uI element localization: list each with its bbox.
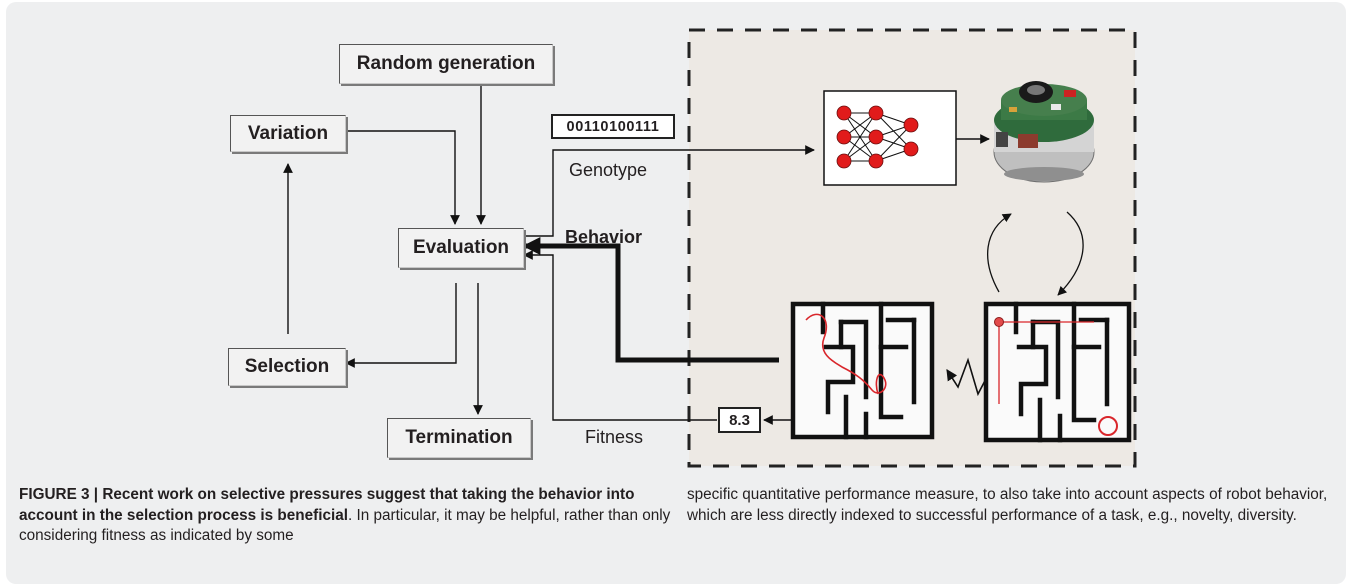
caption-left-column: FIGURE 3 | Recent work on selective pres… (19, 485, 674, 547)
caption-heading: FIGURE 3 | Recent work on selective pres… (19, 486, 635, 524)
neural-network (823, 90, 957, 186)
figure: Random generation Variation Evaluation S… (6, 2, 1346, 584)
robot-panel-border (687, 28, 1137, 468)
maze-behavior (790, 301, 935, 440)
cycle-arrow-right (1057, 211, 1084, 296)
maze-robot (983, 301, 1132, 443)
evaluation-box: Evaluation (398, 228, 524, 268)
genotype-label: Genotype (569, 160, 648, 180)
fitness-value: 8.3 (718, 407, 761, 433)
variation-box: Variation (230, 115, 346, 152)
random-generation-box: Random generation (339, 44, 553, 84)
fitness-label: Fitness (585, 427, 644, 447)
caption-left-text: . In particular, it may be helpful, rath… (19, 506, 671, 545)
genotype-string: 00110100111 (551, 114, 675, 139)
diagram-graphics (283, 28, 1137, 468)
behavior-label: Behavior (565, 227, 643, 247)
cycle-arrow-left (987, 213, 1012, 293)
robot-illustration (993, 81, 1095, 183)
behavior-arrow (522, 237, 779, 363)
termination-box: Termination (387, 418, 531, 458)
selection-box: Selection (228, 348, 346, 386)
figure-caption: FIGURE 3 | Recent work on selective pres… (6, 472, 1346, 584)
evolution-diagram: Random generation Variation Evaluation S… (6, 2, 1346, 472)
flow-arrows (283, 84, 990, 425)
zigzag-arrow (946, 357, 989, 397)
caption-right-column: specific quantitative performance measur… (687, 486, 1328, 524)
